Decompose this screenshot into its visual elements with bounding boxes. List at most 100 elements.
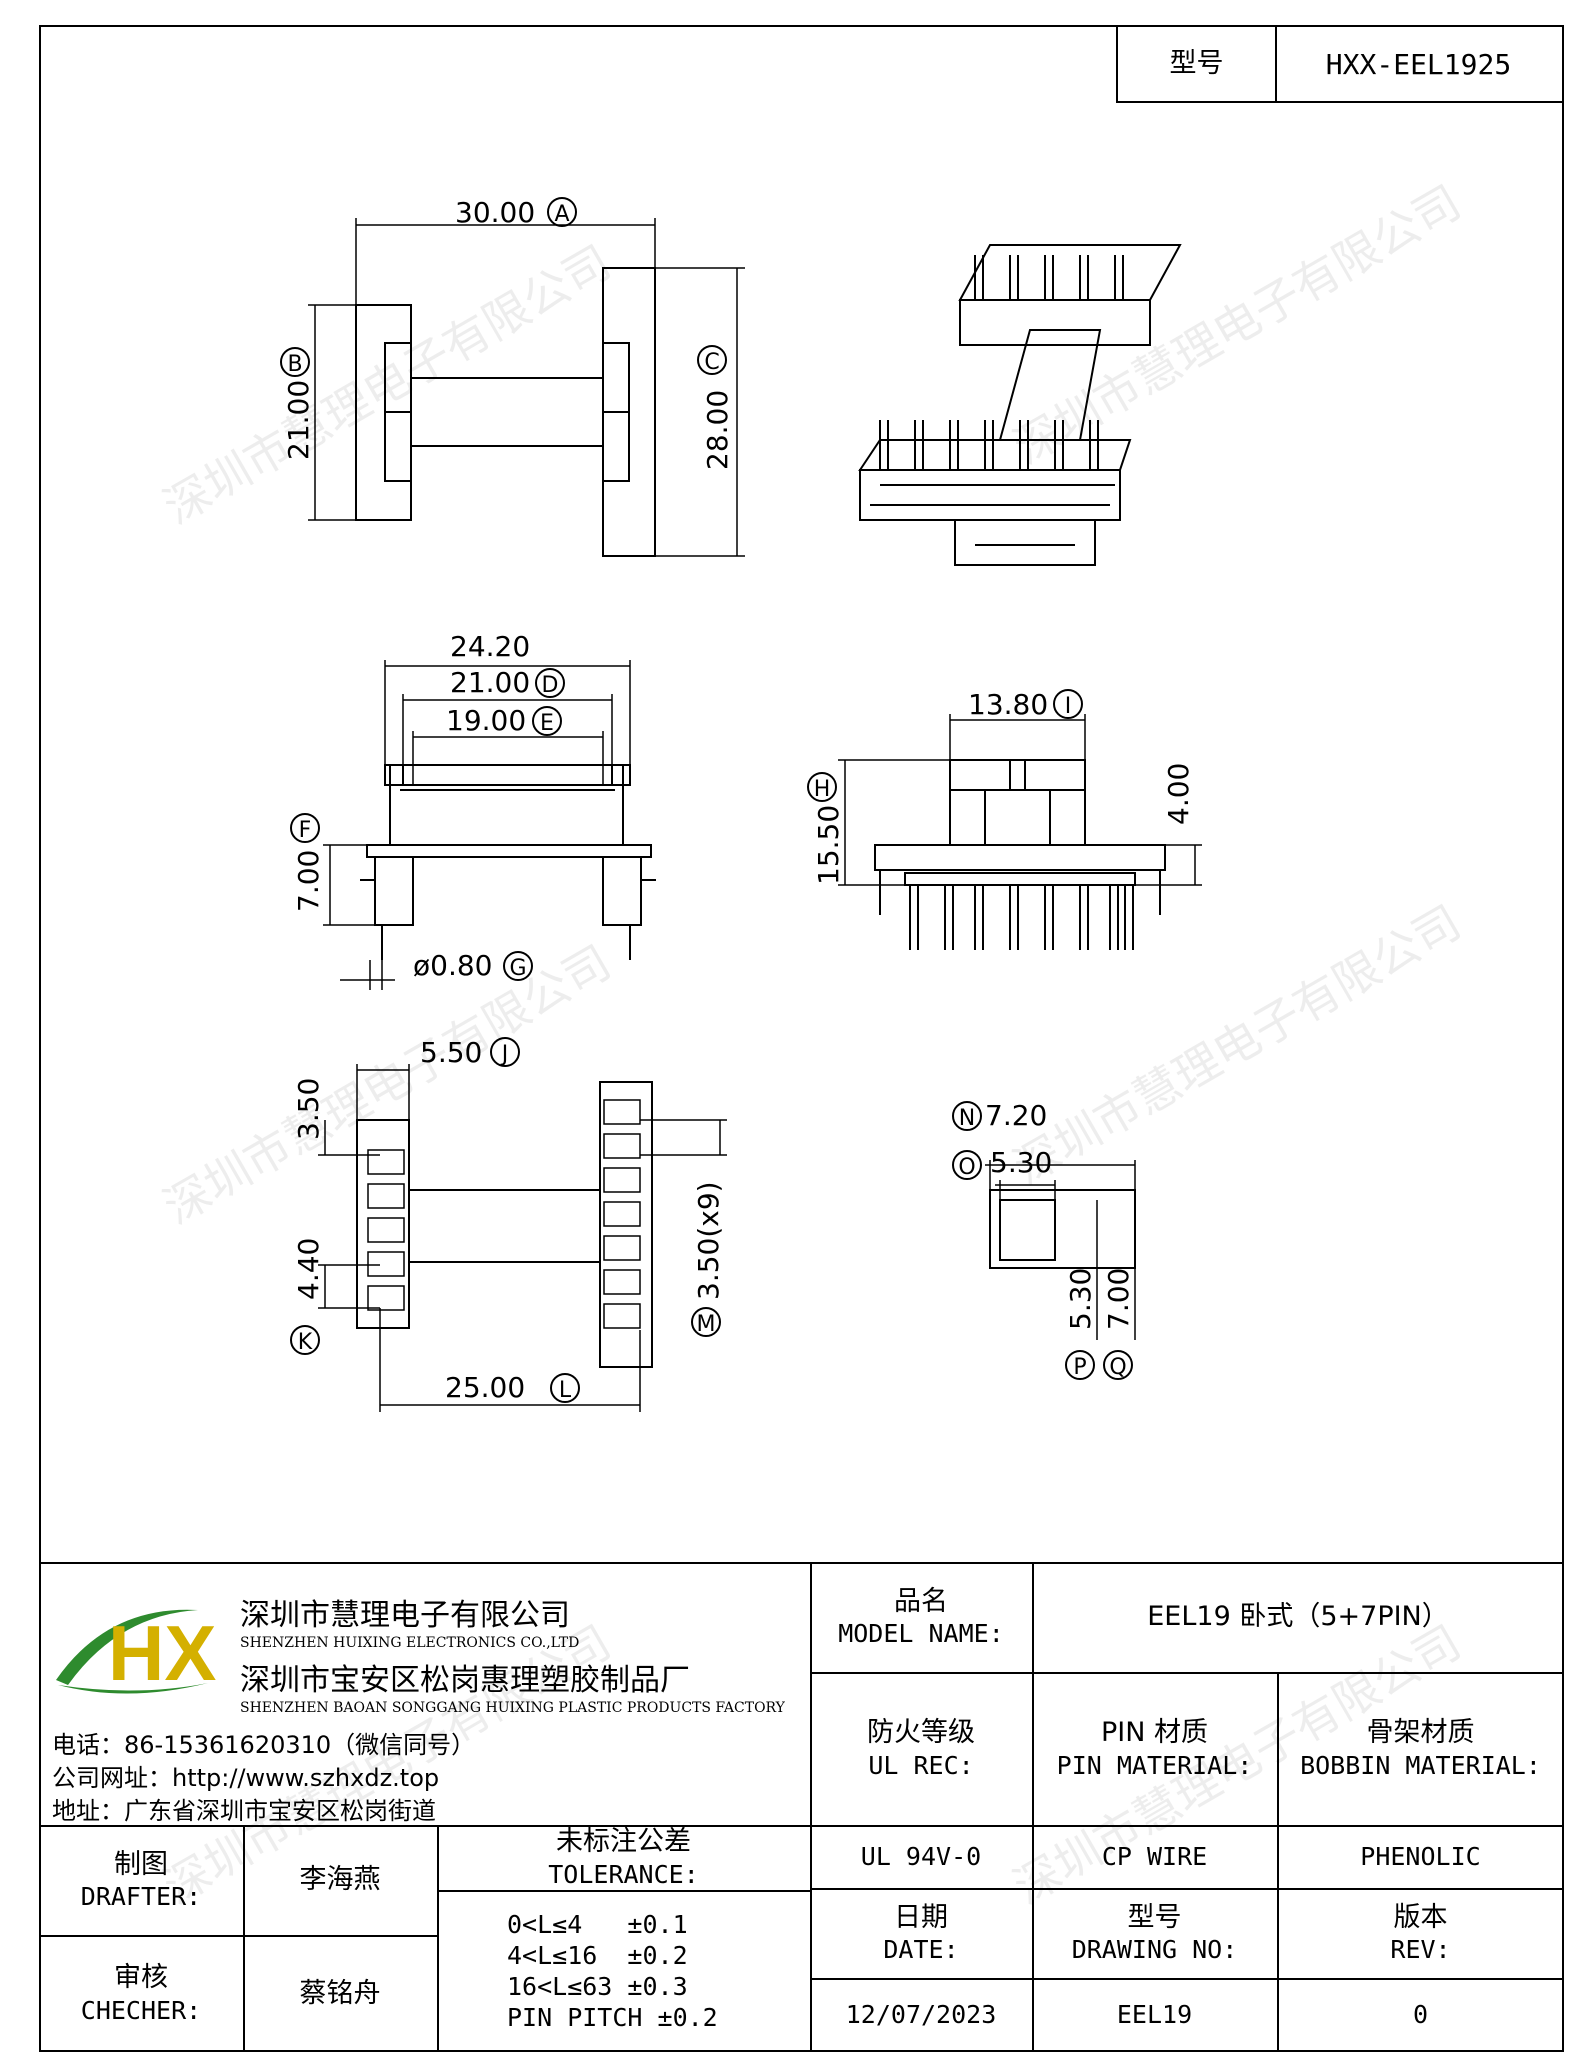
- rev-label-cn: 版本: [1393, 1901, 1448, 1933]
- dim-E-tag: E: [540, 711, 554, 736]
- dim-F-value: 7.00: [292, 850, 325, 912]
- checker-label: 审核 CHECHER:: [39, 1935, 243, 2052]
- dim-C-tag: C: [704, 350, 719, 375]
- title-block-divider: [39, 1825, 1564, 1827]
- bobbin-material-label: 骨架材质 BOBBIN MATERIAL:: [1277, 1672, 1564, 1825]
- top-view: [308, 218, 745, 557]
- fire-rating-label-en: UL REC:: [868, 1750, 974, 1780]
- drawing-no-label: 型号 DRAWING NO:: [1032, 1888, 1277, 1978]
- pin-material-value: CP WIRE: [1101, 1841, 1208, 1871]
- drafter-value: 李海燕: [299, 1864, 381, 1896]
- dim-O-tag: O: [958, 1155, 975, 1180]
- dim-F-tag: F: [299, 818, 312, 843]
- pin-detail-view: [985, 1160, 1136, 1340]
- dim-B-value: 21.00: [282, 380, 315, 460]
- tolerance-values: 0<L≤4 ±0.1 4<L≤16 ±0.2 16<L≤63 ±0.3 PIN …: [437, 1890, 810, 2052]
- pin-material-label-cn: PIN 材质: [1100, 1717, 1209, 1748]
- model-name-label-en: MODEL NAME:: [838, 1619, 1004, 1649]
- date-value: 12/07/2023: [845, 2000, 997, 2030]
- side-view: [838, 714, 1202, 915]
- fire-rating-label-cn: 防火等级: [867, 1717, 975, 1748]
- dim-A-value: 30.00: [455, 196, 535, 229]
- dim-K-value: 4.40: [292, 1238, 325, 1300]
- side-view-pins: [909, 885, 1134, 950]
- date-label-en: DATE:: [883, 1935, 959, 1965]
- tolerance-label-cn: 未标注公差: [556, 1826, 691, 1857]
- dim-M-value: 3.50(x9): [692, 1181, 725, 1300]
- dim-O-value: 5.30: [990, 1146, 1052, 1179]
- title-block-top-border: [39, 1562, 1564, 1564]
- drawing-no-value: EEL19: [1116, 2000, 1193, 2030]
- bobbin-material-value: PHENOLIC: [1360, 1841, 1481, 1871]
- company-name-2: 深圳市宝安区松岗惠理塑胶制品厂: [240, 1663, 690, 1698]
- checker-label-en: CHECHER:: [80, 1995, 202, 2025]
- fire-rating-label: 防火等级 UL REC:: [810, 1672, 1032, 1825]
- fire-rating-value: UL 94V-0: [860, 1841, 982, 1871]
- header-model-value: HXX-EEL1925: [1275, 25, 1564, 103]
- dim-I-value: 13.80: [968, 688, 1048, 721]
- dim-E-value: 19.00: [446, 704, 526, 737]
- dim-D-tag: D: [542, 673, 559, 698]
- title-block-divider: [810, 1562, 812, 2052]
- dim-J-value: 5.50: [420, 1036, 482, 1069]
- title-block-divider: [1032, 1562, 1034, 2052]
- drawing-no-label-cn: 型号: [1127, 1901, 1182, 1933]
- dim-G-tag: G: [509, 956, 526, 981]
- dim-M-tag: M: [697, 1312, 716, 1337]
- logo-text: HX: [108, 1609, 216, 1697]
- company-name-2-en: SHENZHEN BAOAN SONGGANG HUIXING PLASTIC …: [240, 1700, 785, 1716]
- front-view: [323, 660, 656, 990]
- model-name-label: 品名 MODEL NAME:: [810, 1562, 1032, 1672]
- isometric-pins: [879, 255, 1124, 470]
- dim-B-tag: B: [287, 352, 302, 377]
- dim-J-tag: J: [500, 1042, 509, 1067]
- dim-P-tag: P: [1073, 1355, 1086, 1380]
- technical-drawing: 30.00 A B 21.00 C 28.00: [280, 196, 1202, 1412]
- title-block-divider: [810, 1888, 1564, 1890]
- pin-material-label: PIN 材质 PIN MATERIAL:: [1032, 1672, 1277, 1825]
- dim-H-value: 15.50: [812, 805, 845, 885]
- bottom-view: [318, 1064, 727, 1412]
- dim-N-tag: N: [959, 1106, 975, 1131]
- rev-value: 0: [1412, 2000, 1429, 2030]
- header-model-label: 型号: [1116, 25, 1277, 103]
- tolerance-line: 16<L≤63 ±0.3: [507, 1972, 688, 2001]
- company-name-1-en: SHENZHEN HUIXING ELECTRONICS CO.,LTD: [240, 1635, 580, 1651]
- drafter-label-en: DRAFTER:: [80, 1882, 202, 1912]
- tolerance-line: 4<L≤16 ±0.2: [507, 1940, 688, 1970]
- rev-label: 版本 REV:: [1277, 1888, 1564, 1978]
- title-block-divider: [437, 1890, 812, 1892]
- drafter-label-cn: 制图: [114, 1848, 168, 1880]
- logo-base: [58, 1683, 208, 1694]
- dim-H-tag: H: [814, 777, 831, 802]
- tolerance-line: PIN PITCH ±0.2: [507, 2003, 718, 2033]
- company-logo: HX: [56, 1609, 216, 1697]
- date-label-cn: 日期: [894, 1901, 948, 1933]
- bobbin-material-label-cn: 骨架材质: [1366, 1717, 1475, 1748]
- pin-material-label-en: PIN MATERIAL:: [1056, 1750, 1253, 1780]
- drawing-frame: [39, 25, 1564, 2052]
- rev-label-en: REV:: [1390, 1935, 1451, 1965]
- isometric-view: [858, 244, 1182, 566]
- dim-bottom-pitch: 3.50: [292, 1078, 325, 1140]
- dim-L-value: 25.00: [445, 1371, 525, 1404]
- dim-G-value: ø0.80: [413, 949, 492, 982]
- drawing-no-label-en: DRAWING NO:: [1071, 1935, 1238, 1965]
- dim-P-value: 5.30: [1064, 1268, 1097, 1330]
- company-website: 公司网址：http://www.szhxdz.top: [52, 1764, 440, 1792]
- tolerance-label-en: TOLERANCE:: [548, 1859, 699, 1889]
- title-block-divider: [243, 1825, 245, 2052]
- dim-A-tag: A: [554, 202, 569, 227]
- bobbin-material-label-en: BOBBIN MATERIAL:: [1300, 1750, 1541, 1780]
- model-name-label-cn: 品名: [894, 1585, 948, 1617]
- title-block-divider: [39, 1935, 439, 1937]
- checker-label-cn: 审核: [114, 1962, 168, 1993]
- date-label: 日期 DATE:: [810, 1888, 1032, 1978]
- dim-I-tag: I: [1065, 694, 1072, 719]
- dim-Q-value: 7.00: [1102, 1268, 1135, 1330]
- company-phone: 电话：86-15361620310（微信同号）: [52, 1731, 476, 1759]
- dim-Q-tag: Q: [1109, 1355, 1126, 1380]
- dim-side-height: 4.00: [1162, 763, 1195, 825]
- dim-D-value: 21.00: [450, 666, 530, 699]
- tolerance-line: 0<L≤4 ±0.1: [507, 1909, 688, 1939]
